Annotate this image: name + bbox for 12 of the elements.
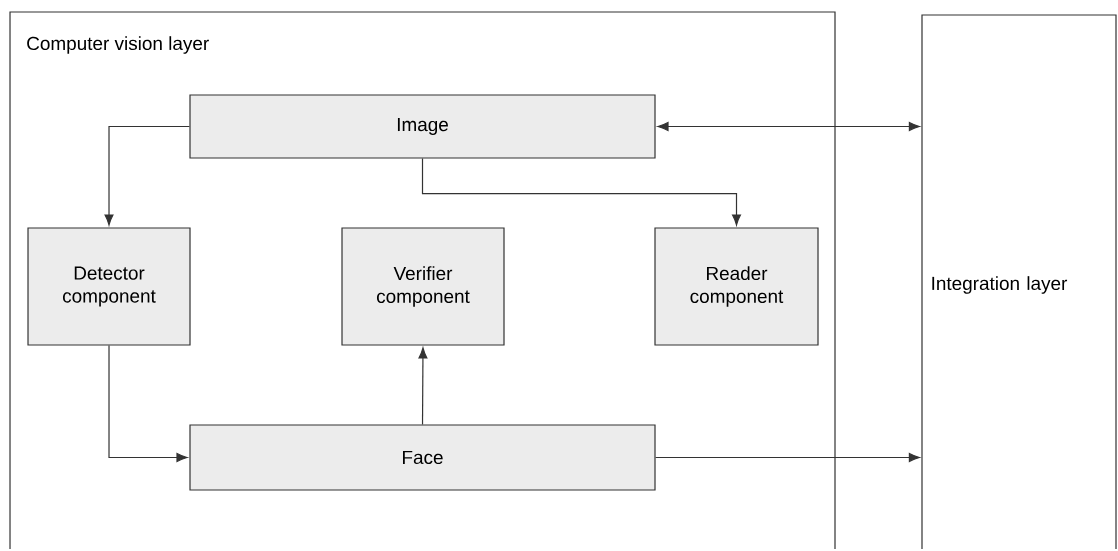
- layer-panel: Integration layer: [921, 14, 1117, 550]
- arrow: [657, 121, 920, 132]
- component-box: Verifier component: [341, 227, 505, 346]
- component-box: Face: [189, 424, 656, 491]
- arrow: [655, 452, 920, 463]
- component-box: Reader component: [654, 227, 819, 346]
- arrow: [108, 345, 188, 463]
- component-box: Detector component: [27, 227, 191, 346]
- component-box: Image: [189, 94, 656, 159]
- arrow: [421, 158, 742, 226]
- arrow: [418, 347, 428, 425]
- arrow: [104, 125, 190, 226]
